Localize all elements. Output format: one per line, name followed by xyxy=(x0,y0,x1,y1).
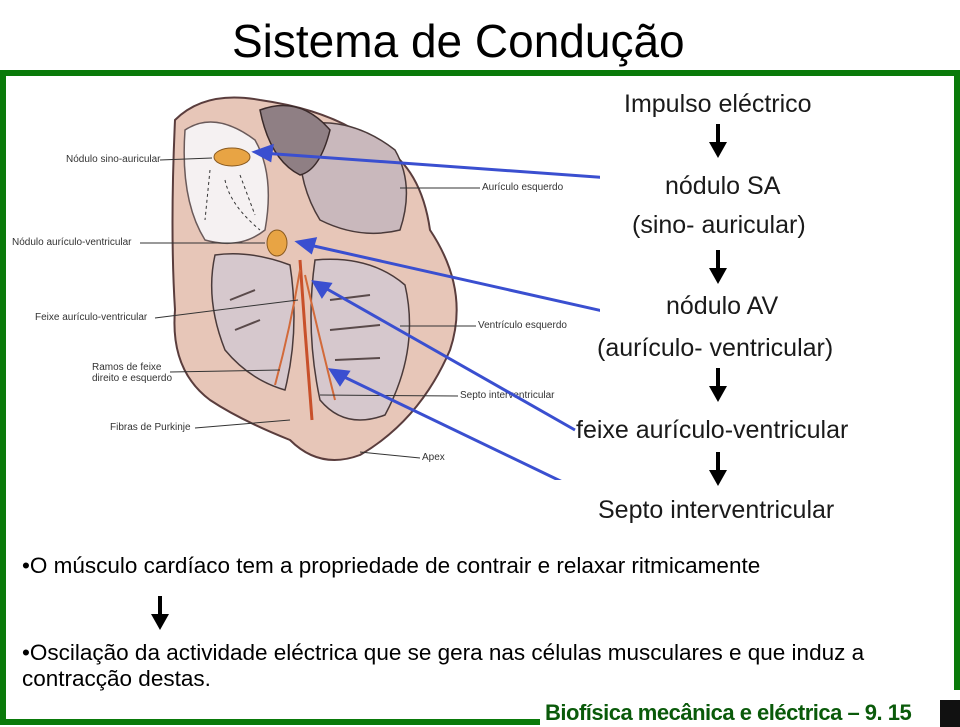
label-av-node: Nódulo aurículo-ventricular xyxy=(12,237,132,248)
label-sa-node: Nódulo sino-auricular xyxy=(66,154,161,165)
down-arrow-icon xyxy=(709,368,727,402)
label-septum: Septo interventricular xyxy=(460,390,555,401)
left-atrium xyxy=(298,122,408,235)
frame-bottom-bar xyxy=(0,719,540,725)
down-arrow-icon xyxy=(709,250,727,284)
av-node xyxy=(266,229,288,257)
slide-title: Sistema de Condução xyxy=(232,15,685,67)
frame-left-bar xyxy=(0,70,6,720)
bullet-text: Oscilação da actividade eléctrica que se… xyxy=(22,640,865,691)
down-arrow-icon xyxy=(709,124,727,158)
pointer-sa xyxy=(261,151,600,179)
flow-bundle: feixe aurículo-ventricular xyxy=(576,416,849,444)
down-arrow-icon xyxy=(151,596,169,630)
bullet-dot-icon: • xyxy=(22,640,30,665)
bullet-item: •O músculo cardíaco tem a propriedade de… xyxy=(22,553,760,579)
label-apex: Apex xyxy=(422,452,445,463)
label-left-atrium: Aurículo esquerdo xyxy=(482,182,564,193)
label-purkinje: Fibras de Purkinje xyxy=(110,422,191,433)
frame-corner-block xyxy=(940,700,960,727)
heart-illustration: Nódulo sino-auricular Nódulo aurículo-ve… xyxy=(12,96,600,480)
flow-sa-node: nódulo SA xyxy=(665,172,781,200)
flow-impulse: Impulso eléctrico xyxy=(624,90,812,118)
slide-footer: Biofísica mecânica e eléctrica – 9. 15 xyxy=(545,700,912,725)
pointer-septum xyxy=(337,372,562,480)
label-left-ventricle: Ventrículo esquerdo xyxy=(478,320,567,331)
right-atrium xyxy=(183,121,270,245)
frame-top-bar xyxy=(0,70,960,76)
down-arrow-icon xyxy=(709,452,727,486)
flow-av-node: nódulo AV xyxy=(666,292,779,320)
frame-right-bar xyxy=(954,70,960,690)
bullet-text: O músculo cardíaco tem a propriedade de … xyxy=(29,553,761,578)
label-branches: Ramos de feixe direito e esquerdo xyxy=(92,362,172,384)
bullet-item: •Oscilação da actividade eléctrica que s… xyxy=(22,640,922,692)
pointer-av xyxy=(304,242,600,312)
conduction-bundle xyxy=(298,259,314,421)
pointer-bundle xyxy=(319,283,576,432)
sa-node xyxy=(213,147,251,167)
label-bundle: Feixe aurículo-ventricular xyxy=(35,312,148,323)
bullet-dot-icon: • xyxy=(22,553,30,578)
flow-av-node-sub: (aurículo- ventricular) xyxy=(597,334,834,362)
flow-sa-node-sub: (sino- auricular) xyxy=(632,211,806,239)
flow-septum: Septo interventricular xyxy=(598,496,835,524)
